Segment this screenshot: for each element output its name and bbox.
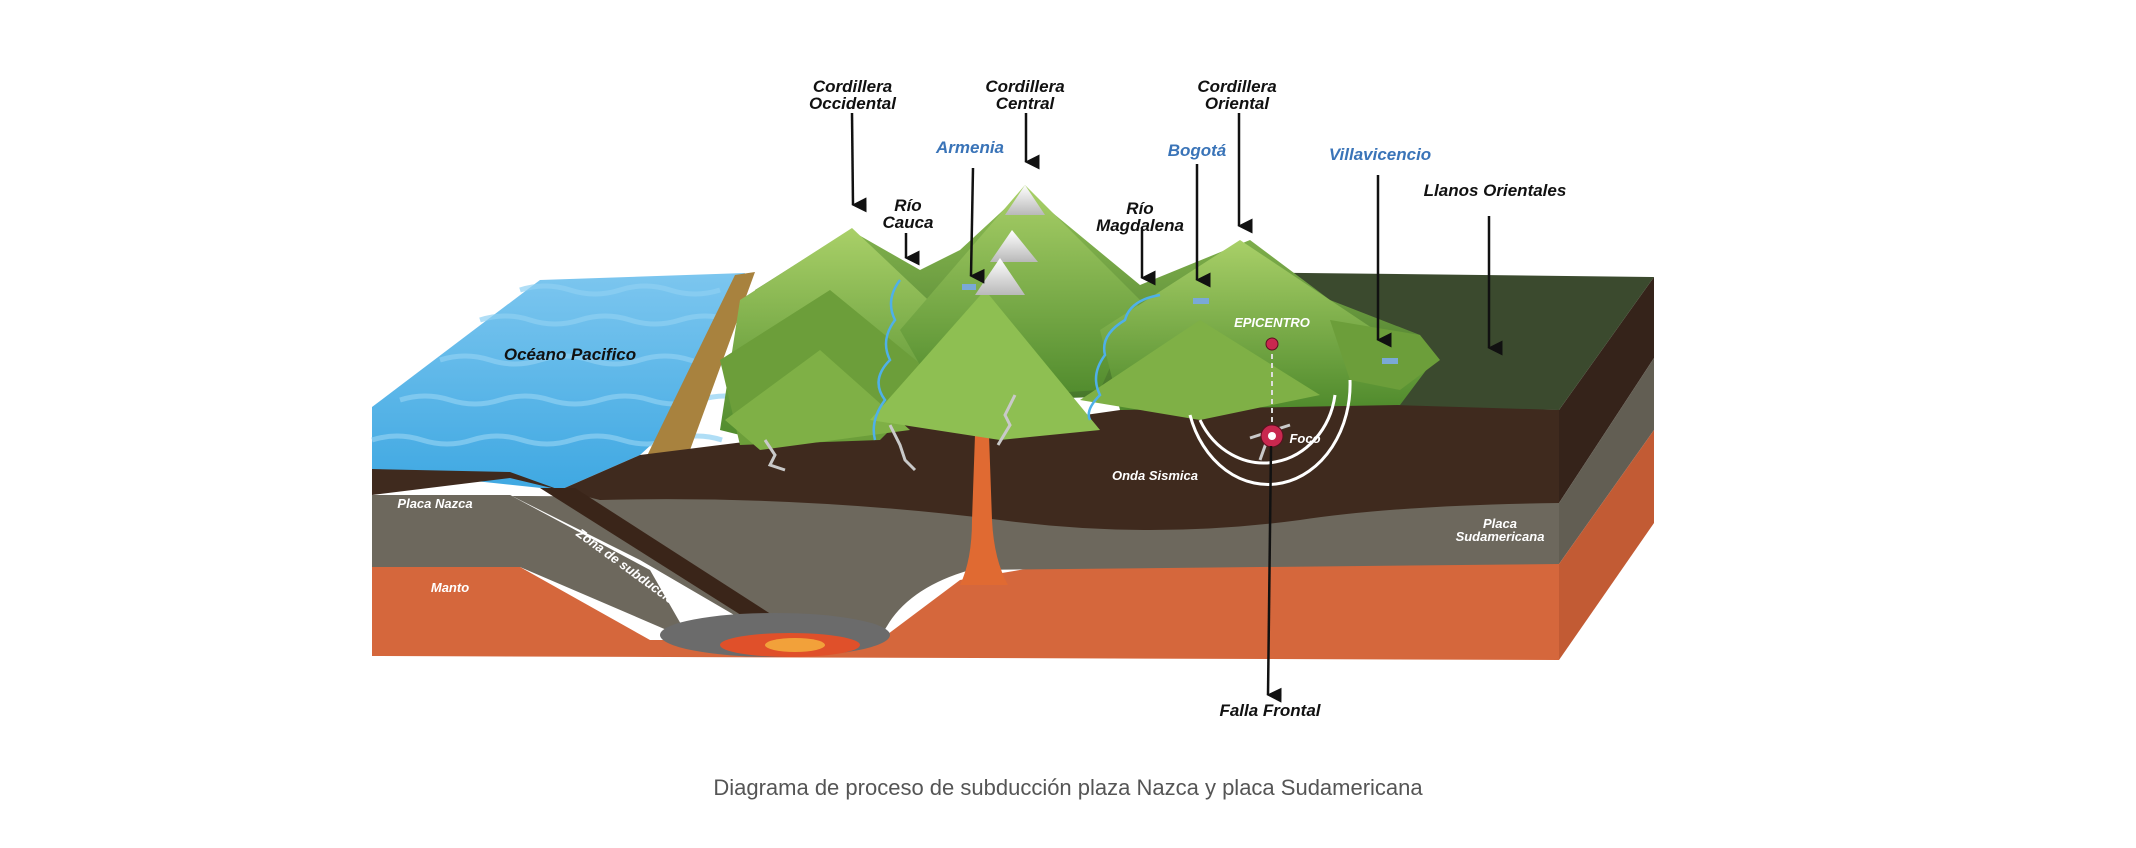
label-llanos-orientales: Llanos Orientales: [1423, 181, 1567, 200]
label-line: Placa: [1483, 516, 1517, 531]
label-line: Cauca: [882, 213, 934, 232]
subduction-slab: [540, 488, 780, 622]
focus-center: [1268, 432, 1276, 440]
ocean-wave: [479, 313, 731, 327]
city-marker-bogota: [1193, 298, 1209, 304]
crack: [996, 394, 1017, 446]
label-cordillera-occidental: Cordillera Occidental: [800, 78, 905, 112]
oriental-ridge: [1080, 320, 1320, 420]
crust-layer: [372, 390, 1559, 530]
label-cordillera-oriental: Cordillera Oriental: [1187, 78, 1287, 112]
city-marker-villavicencio: [1382, 358, 1398, 364]
label-falla-frontal: Falla Frontal: [1219, 701, 1321, 720]
label-line: Río: [894, 196, 922, 215]
rio-cauca-river: [872, 279, 902, 441]
nazca-plate-left: [372, 495, 690, 640]
label-line: Central: [995, 94, 1055, 113]
label-line: Oriental: [1204, 94, 1270, 113]
coastal-cliff: [645, 272, 755, 460]
label-placa-nazca: Placa Nazca: [397, 496, 473, 511]
seismic-wave-inner: [1198, 394, 1337, 465]
label-line: Magdalena: [1096, 216, 1184, 235]
crack: [763, 439, 786, 472]
conduit-body: [960, 350, 1008, 585]
label-manto: Manto: [430, 580, 470, 595]
label-placa-sudamericana: Placa Sudamericana: [1440, 517, 1560, 543]
figure-caption: Diagrama de proceso de subducción plaza …: [713, 775, 1423, 800]
label-armenia: Armenia: [935, 138, 1005, 157]
city-marker-armenia: [962, 284, 976, 290]
label-rio-cauca: Río Cauca: [868, 197, 948, 231]
magma-core: [765, 638, 825, 652]
crack: [888, 424, 917, 472]
oriental-foothill: [1330, 320, 1440, 390]
central-volcano: [870, 290, 1100, 440]
label-line: Cordillera: [1197, 77, 1277, 96]
label-oceano-pacifico: Océano Pacifico: [503, 345, 637, 364]
block-right-face: [1559, 277, 1654, 660]
mantle-layer: [372, 560, 1559, 660]
ocean-wave: [439, 353, 741, 367]
rio-magdalena-river: [1087, 293, 1161, 421]
label-epicentro: EPICENTRO: [1234, 315, 1310, 330]
city-markers: [962, 284, 1398, 364]
label-cordillera-central: Cordillera Central: [975, 78, 1075, 112]
right-face-crust: [1559, 277, 1654, 503]
right-face-mantle: [1559, 430, 1654, 660]
label-line: Cordillera: [985, 77, 1065, 96]
snow-cap: [990, 230, 1038, 262]
magma-chamber: [660, 613, 890, 657]
ocean-body: [372, 273, 745, 490]
seismic-waves: [1188, 379, 1352, 486]
label-line: Sudamericana: [1455, 529, 1545, 544]
occidental-ridge: [725, 350, 910, 450]
label-bogota: Bogotá: [1167, 141, 1227, 160]
ocean: [371, 273, 751, 490]
arrow-cordillera-occidental: [850, 112, 867, 213]
snow-cap: [975, 258, 1025, 295]
block-front-face: [372, 390, 1559, 660]
label-line: Occidental: [809, 94, 896, 113]
seismic-wave-outer: [1188, 379, 1352, 486]
label-arrows: [850, 112, 1503, 703]
mountains: [720, 185, 1440, 450]
label-foco: Foco: [1289, 431, 1321, 446]
arrow-falla-frontal: [1266, 445, 1282, 703]
label-villavicencio: Villavicencio: [1328, 145, 1432, 164]
ocean-wave: [519, 283, 721, 297]
arrow-armenia: [969, 167, 985, 284]
label-line: Cordillera: [812, 77, 893, 96]
snow-cap: [1005, 185, 1045, 215]
label-rio-magdalena: Río Magdalena: [1090, 200, 1190, 234]
label-line: Río: [1126, 199, 1154, 218]
epicenter-dot: [1265, 337, 1279, 351]
label-onda-sismica: Onda Sismica: [1112, 468, 1198, 483]
right-face-plate: [1559, 358, 1654, 564]
plate-layer: [372, 495, 1559, 640]
